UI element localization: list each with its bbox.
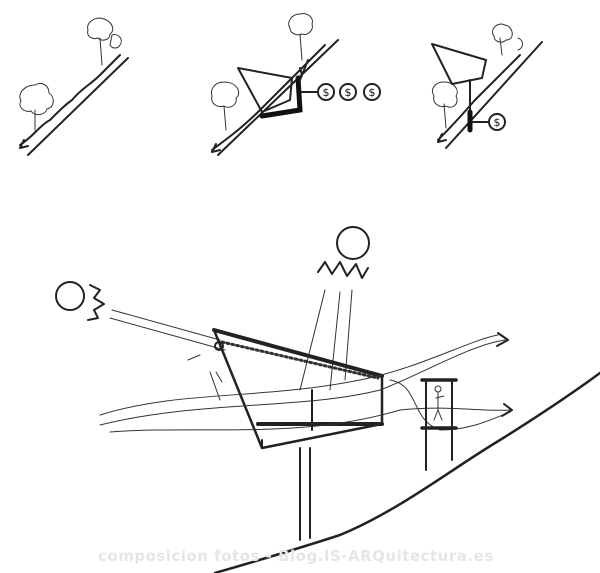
cost-symbol: $ [323,86,330,99]
cost-symbol: $ [345,86,352,99]
watermark: composicion fotos - Blog.IS-ARQuitectura… [98,547,494,565]
cost-coin-1 [317,83,335,101]
panel-cantilever: $ $ $ [211,13,381,156]
sun-icon [55,281,85,311]
cost-symbol: $ [369,86,376,99]
cost-coin-2 [339,83,357,101]
panel-light-foundation: $ [431,23,543,149]
cost-coin-3 [363,83,381,101]
cost-symbol: $ [494,116,501,129]
sun-icon [336,226,370,260]
main-section [55,226,600,573]
panel-slope [19,17,129,156]
